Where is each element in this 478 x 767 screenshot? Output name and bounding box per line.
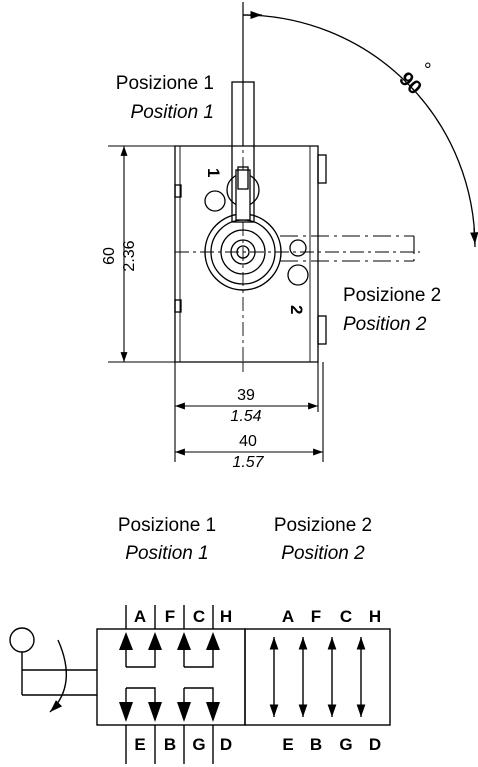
rotation-arc (242, 14, 476, 248)
port-top-left-2: F (165, 607, 175, 626)
position-1-label-it: Posizione 1 (116, 73, 214, 94)
port-bottom-left-3: G (192, 735, 205, 754)
port-top-left-3: C (193, 607, 205, 626)
schematic-box-position-1 (96, 628, 246, 726)
port-top-right-3: C (340, 607, 352, 626)
port-top-left-1: A (134, 607, 146, 626)
width-dimensions (174, 362, 324, 462)
detent-3 (287, 264, 309, 286)
width-inner-inch: 1.54 (230, 408, 261, 425)
width-outer-mm: 40 (239, 433, 257, 450)
marker-1: 1 (204, 168, 223, 177)
port-top-right-1: A (282, 607, 294, 626)
marker-2: 2 (287, 305, 306, 314)
arc-arrow-end (470, 227, 478, 245)
position-2-label-it: Posizione 2 (343, 285, 441, 306)
port-bottom-right-3: G (339, 735, 352, 754)
angle-unit: ° (424, 60, 432, 81)
port-bottom-left-2: B (164, 735, 176, 754)
height-dim-inch: 2.36 (121, 240, 138, 271)
schematic-position-1-it: Posizione 1 (118, 515, 216, 536)
detent-2 (289, 239, 307, 257)
height-dim-mm: 60 (101, 247, 118, 265)
angle-value: 90 (394, 68, 425, 99)
actuator-rotation-arrow (49, 639, 68, 713)
port-bottom-right-4: D (369, 735, 381, 754)
schematic-arrowheads-left (119, 632, 220, 722)
position-2-label-en: Position 2 (343, 314, 427, 335)
port-bottom-right-2: B (310, 735, 322, 754)
actuator-knob (9, 627, 35, 653)
handle-position-2 (280, 235, 415, 262)
detent-1 (204, 190, 226, 212)
height-dimension (108, 145, 175, 363)
position-1-label-en: Position 1 (131, 102, 214, 123)
schematic-box-position-2 (244, 628, 391, 726)
valve-top-view (174, 2, 478, 372)
port-labels: A F C H E B G D A F C H E B G D (134, 607, 381, 754)
schematic-position-1-en: Position 1 (125, 543, 208, 564)
width-inner-mm: 39 (237, 387, 255, 404)
port-bottom-right-1: E (282, 735, 293, 754)
width-outer-inch: 1.57 (232, 454, 264, 471)
port-bottom-left-1: E (134, 735, 145, 754)
port-top-right-4: H (369, 607, 381, 626)
port-top-right-2: F (311, 607, 321, 626)
port-bottom-left-4: D (220, 735, 232, 754)
schematic-position-2-en: Position 2 (281, 543, 365, 564)
port-top-left-4: H (220, 607, 232, 626)
schematic-position-2-it: Posizione 2 (274, 515, 372, 536)
